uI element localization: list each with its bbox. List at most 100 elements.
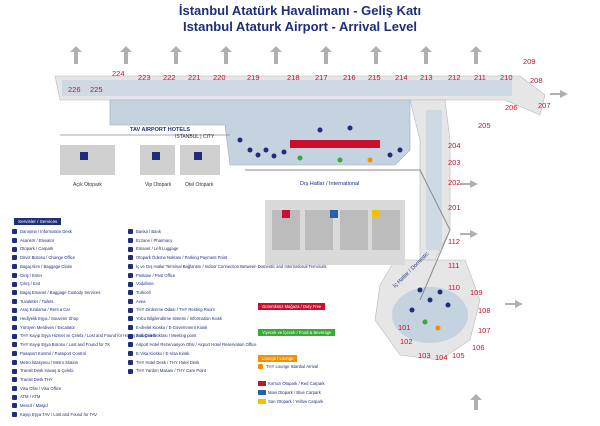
domestic-hall (392, 287, 468, 343)
legend-carpark: Mavi Otopark / Blue Carpark (258, 390, 321, 396)
legend-icon (128, 359, 133, 365)
red-carpark-icon (282, 210, 290, 218)
legend-item: Emanet / Left Luggage (128, 246, 178, 252)
legend-icon (128, 316, 133, 322)
lounge-icons (367, 157, 441, 331)
gate-label: 205 (478, 121, 491, 130)
gate-label: 225 (90, 85, 103, 94)
legend-icon (12, 342, 17, 348)
legend-icon (128, 264, 133, 270)
top-pier-corridor (62, 80, 512, 96)
legend-item: Yolcu Bilgilendirme Sistemi / Informatio… (128, 316, 222, 322)
legend-zone: Yiyecek ve İçecek / Food & Beverage (258, 329, 336, 336)
gate-label: 102 (400, 337, 413, 346)
legend-item: Mescit / Masjid (12, 403, 48, 409)
gate-label: 103 (418, 351, 431, 360)
gate-label: 202 (448, 178, 461, 187)
food-icons (297, 155, 428, 325)
legend-icon (12, 325, 17, 331)
legend-item: E-Visa Kiosku / E-Visa Kiosk (128, 351, 189, 357)
legend-icon (12, 351, 17, 357)
gate-label: 222 (163, 73, 176, 82)
legend-item: Turkcell (128, 290, 151, 296)
gate-label: 110 (448, 283, 460, 292)
legend-item: Visa Ofisi / Visa Office (12, 386, 61, 392)
gate-label: 107 (478, 326, 491, 335)
legend-icon (12, 238, 17, 244)
legend-item: Giriş / Enter (12, 273, 42, 279)
legend-item: THY Dinlenme Odası / THY Resting Room (128, 307, 215, 313)
legend-icon (128, 255, 133, 261)
gate-label: 206 (505, 103, 518, 112)
legend-icon (128, 351, 133, 357)
legend-icon (12, 307, 17, 313)
tav-hotel-sub: ISTANBUL | CITY (175, 134, 215, 140)
road (245, 169, 451, 301)
gate-label: 221 (188, 73, 201, 82)
blue-carpark-icon (330, 210, 338, 218)
legend: Servisler / Services Danışma / Informati… (8, 218, 600, 426)
legend-icon (12, 272, 17, 278)
legend-item: Bagaj Alım / Baggage Claim (12, 264, 72, 270)
gate-label: 106 (472, 343, 485, 352)
legend-item: Otopark / Carpark (12, 246, 53, 252)
gate-label: 209 (523, 57, 536, 66)
gate-label: 215 (368, 73, 381, 82)
parking-icon (194, 152, 202, 160)
legend-icon (128, 246, 133, 252)
legend-item: Asansör / Elevator (12, 238, 54, 244)
tav-hotel-label: TAV AIRPORT HOTELS (130, 127, 190, 133)
legend-item: ATM / ATM (12, 394, 40, 400)
legend-icon (12, 246, 17, 252)
vip-otopark-label: Vip Otopark (145, 182, 172, 188)
legend-icon (128, 342, 133, 348)
gate-label: 207 (538, 101, 551, 110)
legend-icon (12, 412, 17, 418)
legend-icon (128, 290, 133, 296)
legend-icon (128, 325, 133, 331)
legend-icon (12, 385, 17, 391)
legend-zone: Lounge / Lounge (258, 355, 298, 362)
legend-icon (128, 272, 133, 278)
legend-icon (12, 255, 17, 261)
lounge-icon (258, 364, 263, 370)
legend-item: Transit Desk THY (12, 377, 53, 383)
gate-label: 219 (247, 73, 260, 82)
gate-label: 108 (478, 306, 491, 315)
legend-icon (12, 298, 17, 304)
legend-lounge-item: THY Lounge Istanbul Arrival (258, 364, 318, 370)
gate-label: 208 (530, 76, 543, 85)
gate-label: 213 (420, 73, 433, 82)
legend-item: Avea (128, 299, 145, 305)
otel-otopark-label: Otel Otopark (185, 182, 214, 188)
legend-icon (128, 281, 133, 287)
legend-item: Araç Kiralama / Rent a Car (12, 307, 70, 313)
legend-icon (12, 290, 17, 296)
legend-icon (12, 403, 17, 409)
legend-item: THY Kayıp Eşya Hizmet ve Çelebi / Lost a… (12, 333, 156, 339)
legend-icon (12, 264, 17, 270)
title-turkish: İstanbul Atatürk Havalimanı - Geliş Katı (178, 3, 422, 18)
legend-item: Pasaport Kontrol / Passport Control (12, 351, 86, 357)
legend-icon (12, 229, 17, 235)
legend-item: Banka / Bank (128, 229, 161, 235)
gate-label: 226 (68, 85, 81, 94)
gate-label: 112 (448, 237, 460, 246)
yellow-carpark-icon (372, 210, 380, 218)
legend-item: Yürüyen Merdiven / Escalator (12, 325, 75, 331)
legend-icon (128, 229, 133, 235)
gate-label: 104 (435, 353, 448, 362)
legend-icon (128, 238, 133, 244)
legend-item: Bagaj Emanet / Baggage Custody Services (12, 290, 100, 296)
legend-icon (12, 377, 17, 383)
legend-carpark: Sarı Otopark / Yellow Carpark (258, 399, 323, 405)
dis-hatlar-label: Dış Hatlar / International (300, 181, 359, 187)
legend-item: Eczane / Pharmacy (128, 238, 172, 244)
legend-icon (12, 281, 17, 287)
acik-otopark-label: Açık Otopark (73, 182, 102, 188)
gate-label: 217 (315, 73, 328, 82)
legend-item: Otopark Ödeme Noktası / Parking Payment … (128, 255, 227, 261)
legend-item: THY Hotel Desk / THY Hotel Desk (128, 360, 199, 366)
gate-label: 216 (343, 73, 356, 82)
